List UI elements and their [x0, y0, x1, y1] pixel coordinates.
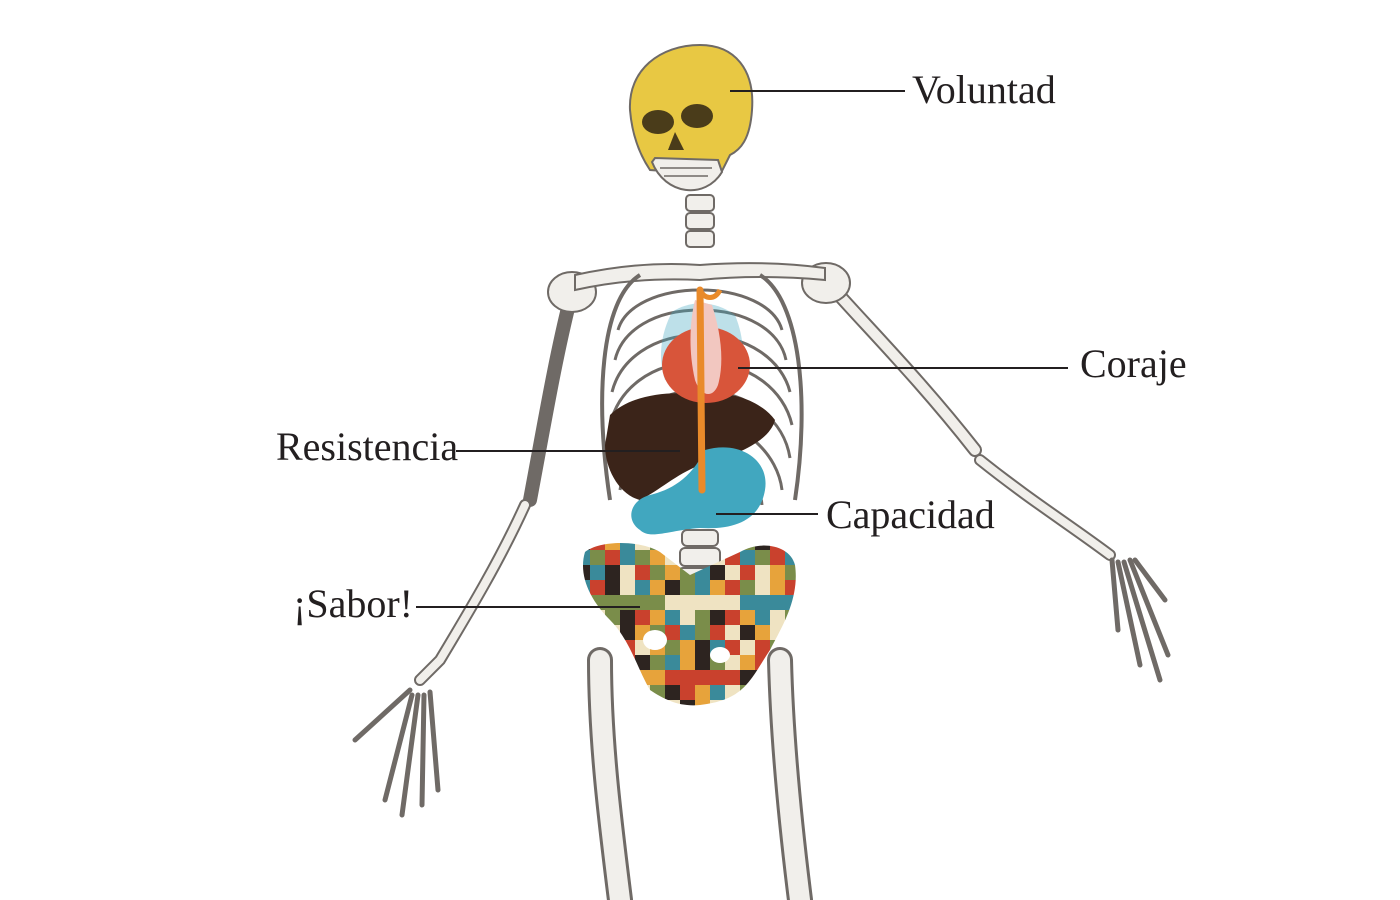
- right-hand: [1109, 557, 1171, 683]
- label-coraje: Coraje: [1080, 341, 1187, 386]
- left-hand: [352, 687, 441, 818]
- right-eye-socket: [681, 104, 713, 128]
- label-voluntad: Voluntad: [912, 67, 1056, 112]
- label-sabor: ¡Sabor!: [293, 581, 413, 626]
- jaw: [650, 156, 724, 192]
- left-humerus: [523, 293, 577, 507]
- leader-lines: [416, 90, 1068, 608]
- stomach: [631, 447, 766, 535]
- left-eye-socket: [642, 110, 674, 134]
- skull: [628, 43, 754, 192]
- label-capacidad: Capacidad: [826, 492, 995, 537]
- esophagus: [696, 286, 706, 494]
- nose-cavity: [668, 132, 684, 150]
- liver: [605, 393, 775, 500]
- label-resistencia: Resistencia: [276, 424, 459, 469]
- shoulder-girdle: [547, 262, 851, 313]
- limb-bones: [352, 278, 1171, 900]
